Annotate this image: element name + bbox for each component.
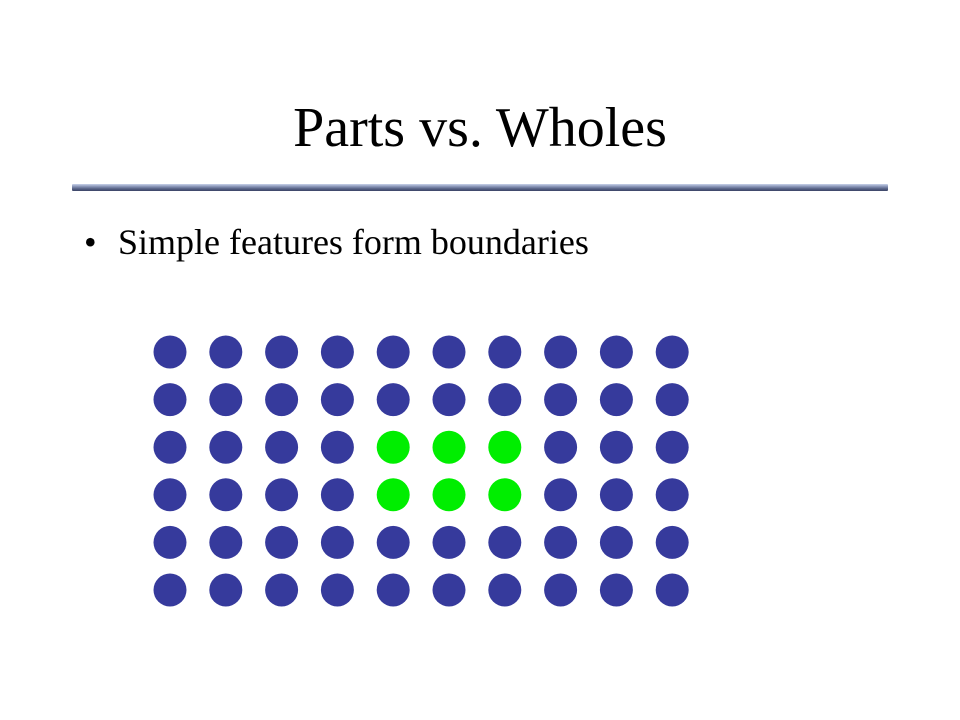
dot [209,335,243,369]
dot [209,573,243,607]
dot [655,525,689,559]
dot [432,573,466,607]
dot [153,383,187,417]
dot [320,525,354,559]
bullet-item: • Simple features form boundaries [84,216,589,268]
dot [599,525,633,559]
dot [488,383,522,417]
dot [265,335,299,369]
slide-title: Parts vs. Wholes [293,97,667,159]
dot [265,525,299,559]
dot-highlighted [488,478,522,512]
dot [599,383,633,417]
dot [544,478,578,512]
dot [320,573,354,607]
dot [655,573,689,607]
title-divider [72,184,888,191]
dot-highlighted [376,430,410,464]
dot [544,573,578,607]
bullet-list: • Simple features form boundaries [84,216,589,268]
dot [488,573,522,607]
dot [153,525,187,559]
dot [376,335,410,369]
dot [153,335,187,369]
dot [376,573,410,607]
dot [655,478,689,512]
dot [544,525,578,559]
dot [209,478,243,512]
dot [655,335,689,369]
dot [153,478,187,512]
dot [265,383,299,417]
dot-highlighted [488,430,522,464]
dot [544,430,578,464]
dot [432,335,466,369]
dot [599,478,633,512]
dot [209,383,243,417]
dot [599,335,633,369]
dot [209,430,243,464]
dot-highlighted [432,430,466,464]
dot [488,525,522,559]
dot-highlighted [432,478,466,512]
dot [432,383,466,417]
dot [320,430,354,464]
dot-highlighted [376,478,410,512]
dot [488,335,522,369]
dot [599,430,633,464]
dot [599,573,633,607]
dot [544,335,578,369]
dot [432,525,466,559]
dot [655,383,689,417]
bullet-text: Simple features form boundaries [118,222,589,262]
dot [153,430,187,464]
bullet-mark: • [84,222,97,262]
dot [376,525,410,559]
dot [209,525,243,559]
dot [376,383,410,417]
dot [320,335,354,369]
dot [265,430,299,464]
dot [655,430,689,464]
dot [265,478,299,512]
dot [320,383,354,417]
dot [265,573,299,607]
dot [153,573,187,607]
dot [320,478,354,512]
dot [544,383,578,417]
